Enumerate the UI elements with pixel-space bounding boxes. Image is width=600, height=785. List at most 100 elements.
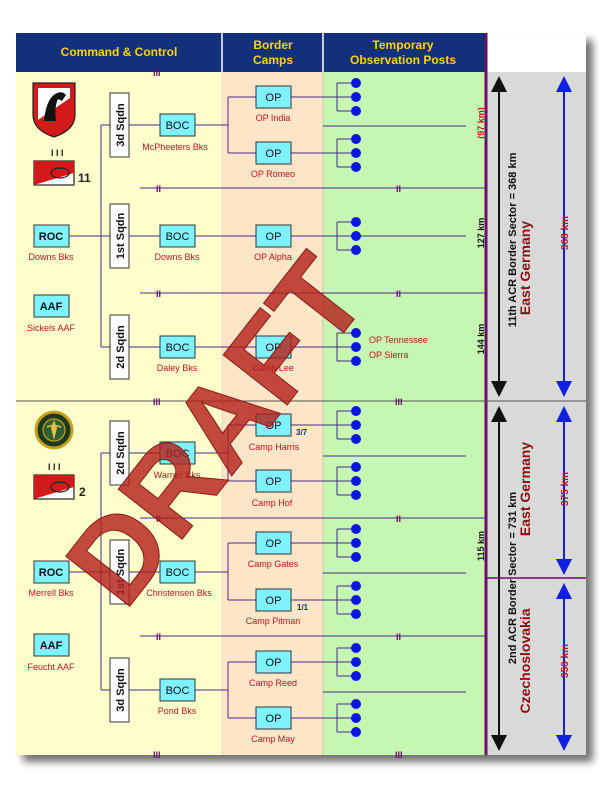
op-dot bbox=[351, 356, 361, 366]
svg-text:II: II bbox=[396, 632, 401, 642]
svg-text:II: II bbox=[156, 289, 161, 299]
11th-2d-sqdn: 2d Sqdn bbox=[109, 314, 130, 380]
op-dot bbox=[351, 328, 361, 338]
2nd-camp-may: OP Camp May bbox=[251, 706, 295, 744]
camp-harris-tag: 3/7 bbox=[296, 428, 308, 437]
2nd-aaf-box bbox=[33, 633, 70, 657]
11th-acr-unit-patch-icon: I I I bbox=[33, 148, 75, 186]
svg-text:BOC: BOC bbox=[166, 448, 190, 460]
op-dot bbox=[351, 92, 361, 102]
11th-boc-1-caption: McPheeters Bks bbox=[142, 142, 208, 152]
2nd-boc-2-caption: Christensen Bks bbox=[146, 588, 212, 598]
11th-acr-shield-icon bbox=[32, 82, 76, 138]
svg-text:OP: OP bbox=[266, 92, 282, 104]
svg-text:OP: OP bbox=[266, 231, 282, 243]
op-dot bbox=[351, 609, 361, 619]
11th-op-india: OP OP India bbox=[255, 85, 292, 123]
2nd-roc-label: ROC bbox=[39, 567, 64, 579]
11th-acr-patch-number: 11 bbox=[78, 171, 91, 185]
2nd-aaf-caption: Feucht AAF bbox=[27, 662, 75, 672]
op-column-bg bbox=[323, 72, 486, 755]
11th-2d-sqdn-label: 2d Sqdn bbox=[115, 325, 127, 369]
11th-boc-3: BOC Daley Bks bbox=[157, 335, 198, 373]
2nd-aaf-label: AAF bbox=[40, 640, 63, 652]
sector-arrows-blue bbox=[556, 76, 572, 751]
svg-text:OP: OP bbox=[266, 595, 282, 607]
svg-text:BOC: BOC bbox=[166, 567, 190, 579]
svg-text:Camp Gates: Camp Gates bbox=[248, 559, 299, 569]
svg-text:OP Alpha: OP Alpha bbox=[254, 252, 292, 262]
11th-country-east-germany: East Germany bbox=[517, 221, 533, 315]
svg-text:Camp Hof: Camp Hof bbox=[252, 498, 293, 508]
2nd-roc-caption: Merrell Bks bbox=[28, 588, 74, 598]
11th-3d-sqdn: 3d Sqdn bbox=[109, 92, 130, 158]
op-dot bbox=[351, 420, 361, 430]
2nd-boc-3-caption: Pond Bks bbox=[158, 706, 197, 716]
2nd-boc-1-caption: Warner Bks bbox=[154, 470, 201, 480]
11th-boc-2: BOC Downs Bks bbox=[154, 224, 200, 262]
11th-boc-3-caption: Daley Bks bbox=[157, 363, 198, 373]
svg-text:II: II bbox=[156, 514, 161, 524]
distance-97km: (97 km) bbox=[476, 107, 486, 139]
op-dot bbox=[351, 245, 361, 255]
svg-text:OP: OP bbox=[266, 476, 282, 488]
2nd-boc-3: BOC Pond Bks bbox=[158, 678, 197, 716]
op-dot bbox=[351, 538, 361, 548]
svg-text:I I I: I I I bbox=[51, 148, 64, 158]
op-dot bbox=[351, 699, 361, 709]
svg-text:Camp May: Camp May bbox=[251, 734, 295, 744]
2nd-camp-gates: OP Camp Gates bbox=[248, 531, 299, 569]
svg-text:II: II bbox=[396, 289, 401, 299]
op-dot bbox=[351, 727, 361, 737]
op-dot bbox=[351, 713, 361, 723]
header-observation-posts: Observation Posts bbox=[350, 53, 456, 67]
op-dot bbox=[351, 342, 361, 352]
11th-roc-label: ROC bbox=[39, 231, 64, 243]
observation-post-dots bbox=[336, 78, 361, 737]
2nd-command-lines bbox=[69, 424, 337, 719]
2nd-sector-label: 2nd ACR Border Sector = 731 km bbox=[507, 492, 519, 665]
svg-text:OP: OP bbox=[266, 420, 282, 432]
header-temporary: Temporary bbox=[372, 38, 433, 52]
2nd-3d-sqdn: 3d Sqdn bbox=[109, 657, 130, 723]
header-camps: Camps bbox=[253, 53, 293, 67]
op-dot bbox=[351, 162, 361, 172]
11th-1st-sqdn: 1st Sqdn bbox=[109, 203, 130, 269]
op-dot bbox=[351, 106, 361, 116]
svg-text:III: III bbox=[153, 68, 161, 78]
svg-text:BOC: BOC bbox=[166, 120, 190, 132]
op-dot bbox=[351, 134, 361, 144]
op-dot bbox=[351, 552, 361, 562]
svg-text:III: III bbox=[395, 397, 403, 407]
2nd-acr-unit-patch-icon: I I I bbox=[33, 462, 75, 500]
svg-text:OP India: OP India bbox=[256, 113, 291, 123]
2nd-1st-sqdn: 1st Sqdn bbox=[109, 539, 130, 605]
11th-roc-caption: Downs Bks bbox=[28, 252, 74, 262]
svg-text:II: II bbox=[396, 184, 401, 194]
11th-boc-2-caption: Downs Bks bbox=[154, 252, 200, 262]
11th-camp-lee: OP Camp Lee bbox=[252, 335, 294, 373]
op-dot bbox=[351, 581, 361, 591]
2nd-boc-2: BOC Christensen Bks bbox=[146, 560, 212, 598]
op-dot bbox=[351, 657, 361, 667]
distance-127km: 127 km bbox=[476, 218, 486, 249]
11th-aaf-box bbox=[33, 294, 70, 318]
op-dot bbox=[351, 217, 361, 227]
11th-1st-sqdn-label: 1st Sqdn bbox=[115, 212, 127, 259]
boundary-marks: III III III III III II II II II II II II… bbox=[153, 68, 403, 760]
2nd-3d-sqdn-label: 3d Sqdn bbox=[115, 668, 127, 712]
header-bar bbox=[16, 33, 486, 72]
op-dot bbox=[351, 78, 361, 88]
2nd-1st-sqdn-label: 1st Sqdn bbox=[115, 548, 127, 595]
2nd-country-czechoslovakia: Czechoslovakia bbox=[517, 608, 533, 713]
op-dot bbox=[351, 490, 361, 500]
2nd-boc-1: BOC Warner Bks bbox=[154, 441, 201, 480]
11th-country-length: 368 km bbox=[560, 216, 571, 250]
svg-text:II: II bbox=[396, 514, 401, 524]
svg-text:Camp Lee: Camp Lee bbox=[252, 363, 294, 373]
2nd-camp-reed: OP Camp Reed bbox=[249, 650, 297, 688]
2nd-country-czechoslovakia-length: 356 km bbox=[560, 644, 571, 678]
distance-144km: 144 km bbox=[476, 324, 486, 355]
